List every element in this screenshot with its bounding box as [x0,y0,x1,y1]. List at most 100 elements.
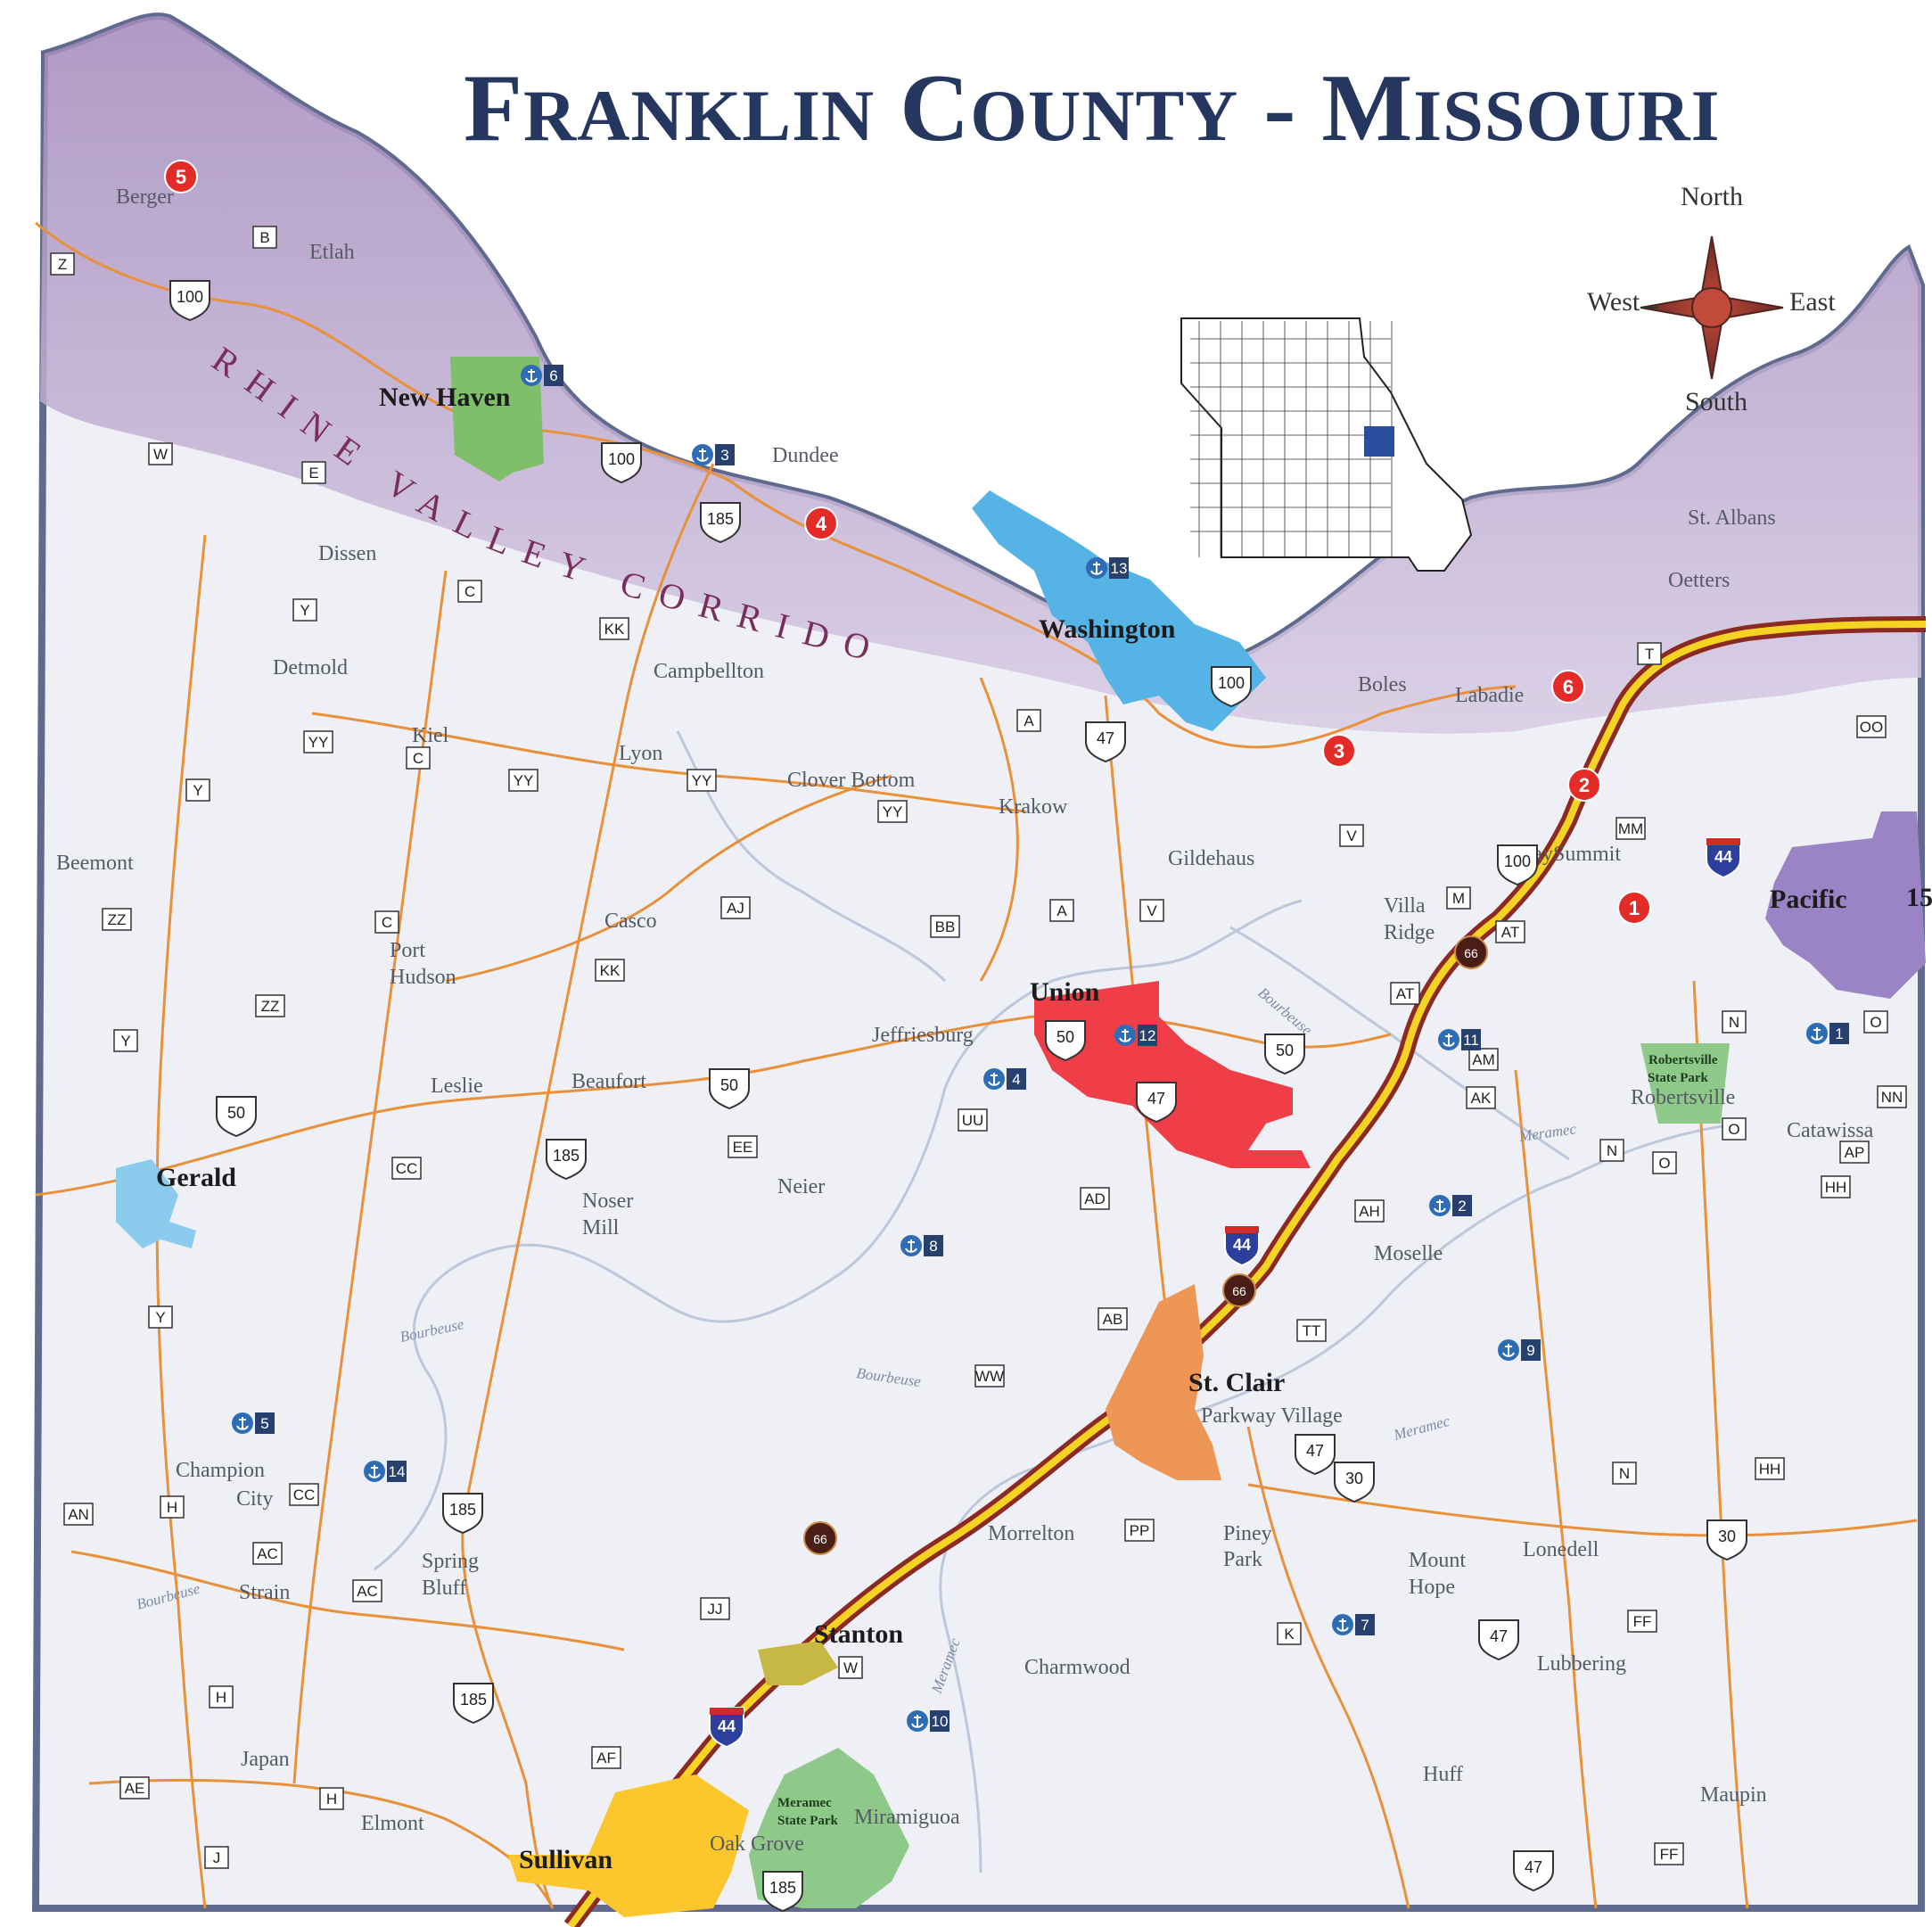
town-area-new-haven [450,357,544,482]
svg-text:47: 47 [1490,1627,1508,1645]
map-title: FRANKLIN COUNTY - MISSOURI [464,55,1721,161]
svg-text:AC: AC [357,1583,378,1600]
svg-text:AF: AF [596,1750,616,1766]
attraction-marker-icon[interactable]: 4 [804,506,838,540]
svg-text:1: 1 [1629,897,1640,919]
svg-text:AN: AN [68,1506,89,1523]
town-label-new-haven: New Haven [379,383,511,412]
svg-text:YY: YY [692,772,712,789]
river-access-anchor-icon[interactable]: 7 [1332,1614,1375,1635]
us-highway-shield-icon: 47 [1513,1850,1554,1892]
place-label: Kiel [412,724,449,747]
river-access-anchor-icon[interactable]: 5 [232,1412,275,1434]
corridor-label: RHINE VALLEY CORRIDOR [0,0,890,672]
county-route-box: YY [877,800,908,823]
svg-text:AT: AT [1396,985,1414,1002]
svg-text:W: W [153,446,168,463]
county-route-box: AC [352,1579,382,1602]
river-access-anchor-icon[interactable]: 14 [364,1461,407,1482]
svg-text:EE: EE [733,1139,753,1156]
county-route-box: Y [113,1029,138,1052]
svg-text:185: 185 [769,1879,796,1897]
river-access-anchor-icon[interactable]: 4 [983,1068,1026,1090]
svg-text:13: 13 [1111,560,1128,577]
county-route-box: A [1016,709,1041,732]
river-access-anchor-icon[interactable]: 11 [1438,1029,1481,1050]
county-route-box: H [160,1495,185,1519]
attraction-marker-icon[interactable]: 6 [1551,670,1585,704]
svg-text:N: N [1607,1142,1617,1159]
place-label: Maupin [1700,1783,1767,1807]
attraction-marker-icon[interactable]: 1 [1617,891,1651,925]
attraction-marker-icon[interactable]: 5 [164,160,198,194]
svg-text:UU: UU [962,1112,984,1129]
town-label-st-clair: St. Clair [1188,1368,1285,1397]
county-route-box: AE [119,1776,150,1799]
county-route-box: A [1049,899,1074,922]
svg-text:7: 7 [1361,1617,1369,1634]
county-route-box: O [1863,1010,1888,1033]
missouri-inset-map [1180,317,1473,572]
county-route-box: OO [1856,715,1887,738]
county-route-box: AK [1466,1086,1496,1109]
svg-text:HH: HH [1825,1179,1847,1196]
svg-text:66: 66 [813,1532,827,1546]
town-area-stanton [758,1641,838,1685]
place-label: Port [390,939,425,962]
us-highway-shield-icon: 185 [453,1683,494,1725]
river-access-anchor-icon[interactable]: 3 [692,444,735,465]
county-route-box: AH [1354,1199,1385,1223]
place-label: Villa [1384,894,1426,918]
svg-text:AJ: AJ [727,900,744,917]
river-access-anchor-icon[interactable]: 9 [1498,1339,1541,1361]
county-route-box: KK [599,617,629,640]
place-label: Hudson [390,966,456,989]
svg-text:AT: AT [1501,924,1519,941]
svg-text:M: M [1452,890,1465,907]
svg-text:14: 14 [389,1463,406,1480]
river-label: Bourbeuse [399,1315,466,1346]
svg-text:3: 3 [1334,740,1344,762]
us-highway-shield-icon: 100 [169,280,210,322]
county-route-box: HH [1755,1457,1785,1480]
town-label-stanton: Stanton [814,1619,903,1649]
us-highway-shield-icon: 47 [1136,1082,1177,1124]
svg-text:N: N [1729,1014,1739,1031]
svg-text:H: H [167,1499,177,1516]
town-label-sullivan: Sullivan [519,1845,612,1874]
svg-text:V: V [1147,902,1157,919]
svg-text:CC: CC [396,1160,418,1177]
svg-text:AM: AM [1472,1051,1495,1068]
county-route-box: WW [974,1364,1005,1388]
svg-text:50: 50 [720,1076,738,1094]
svg-text:CC: CC [293,1486,316,1503]
river-access-anchor-icon[interactable]: 12 [1114,1025,1157,1046]
attraction-marker-icon[interactable]: 3 [1322,734,1356,768]
svg-text:4: 4 [816,513,827,535]
town-area-union [1034,981,1311,1168]
river-access-anchor-icon[interactable]: 10 [907,1710,950,1732]
river-access-anchor-icon[interactable]: 13 [1086,557,1129,579]
place-label: Gildehaus [1168,847,1254,870]
place-label: Oak Grove [710,1832,804,1856]
river-access-anchor-icon[interactable]: 8 [900,1235,943,1256]
svg-text:AD: AD [1084,1190,1106,1207]
svg-text:AB: AB [1103,1311,1123,1328]
county-route-box: EE [728,1135,758,1158]
svg-text:44: 44 [718,1717,736,1735]
place-label: Piney [1223,1522,1272,1545]
svg-text:66: 66 [1464,946,1478,960]
place-label: Champion [176,1459,265,1482]
us-highway-shield-icon: 185 [546,1139,587,1181]
town-label-pacific: Pacific [1770,885,1847,914]
interstate-44 [563,616,1927,1927]
park-label: State Park [1648,1071,1709,1085]
river-access-anchor-icon[interactable]: 6 [521,365,563,386]
us-highway-shield-icon: 30 [1706,1519,1747,1561]
town-label-union: Union [1030,977,1100,1007]
river-access-anchor-icon[interactable]: 2 [1429,1195,1472,1216]
svg-text:5: 5 [176,166,186,188]
river-access-anchor-icon[interactable]: 1 [1806,1023,1849,1044]
attraction-marker-icon[interactable]: 2 [1567,768,1601,802]
svg-text:HH: HH [1759,1461,1781,1478]
